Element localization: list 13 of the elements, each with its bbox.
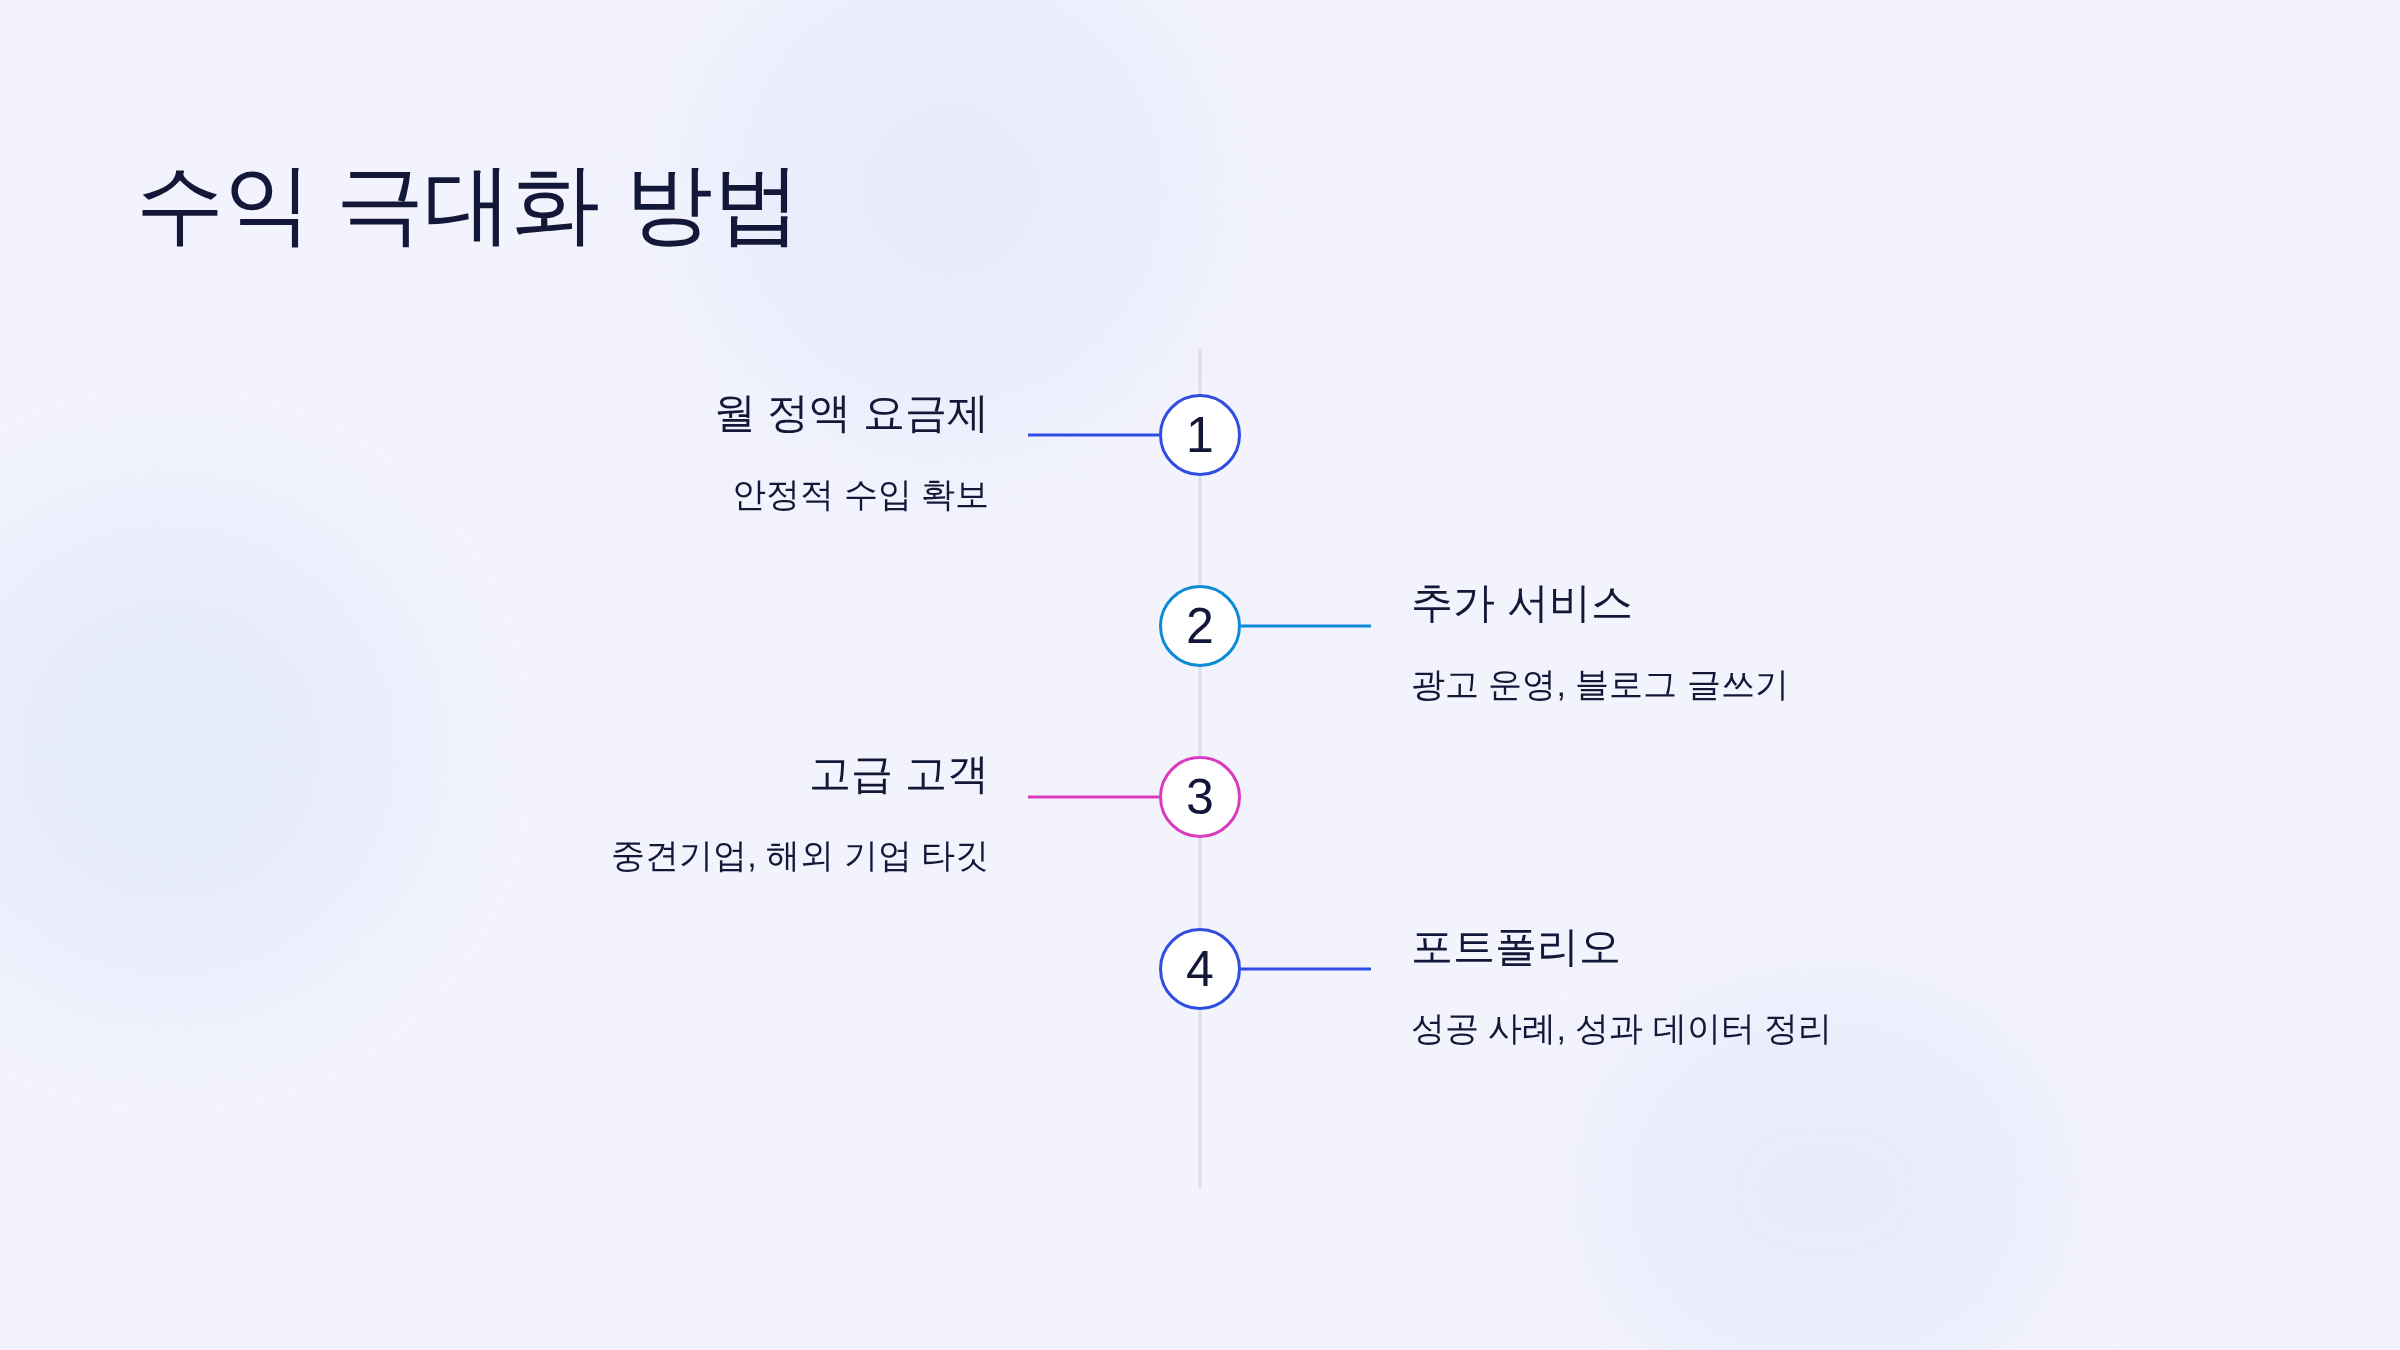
connector-line <box>1028 433 1159 437</box>
step-description: 성공 사례, 성과 데이터 정리 <box>1411 1008 1833 1049</box>
step-description: 중견기업, 해외 기업 타깃 <box>611 835 989 876</box>
step-heading: 월 정액 요금제 <box>713 388 989 438</box>
slide-title: 수익 극대화 방법 <box>136 153 801 255</box>
step-description: 광고 운영, 블로그 글쓰기 <box>1411 664 1789 705</box>
connector-line <box>1241 624 1371 628</box>
connector-line <box>1028 795 1159 799</box>
step-heading: 고급 고객 <box>809 749 989 799</box>
step-heading: 추가 서비스 <box>1411 578 1633 628</box>
connector-line <box>1241 967 1371 971</box>
step-description: 안정적 수입 확보 <box>732 474 989 515</box>
step-heading: 포트폴리오 <box>1411 922 1621 972</box>
